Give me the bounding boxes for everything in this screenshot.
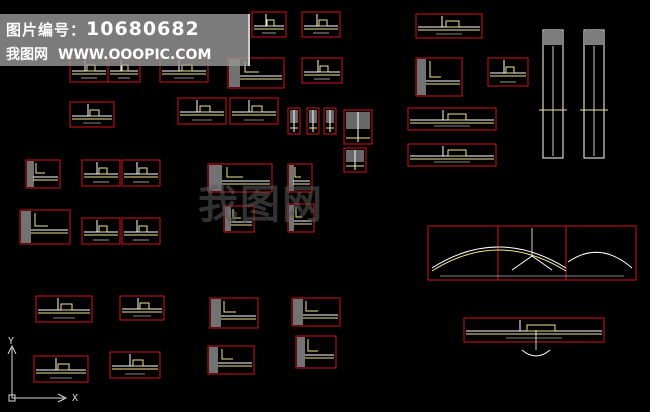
detail-frame xyxy=(25,159,61,189)
detail-frame xyxy=(487,57,529,87)
detail-frame xyxy=(407,107,497,131)
banner-image-id: 10680682 xyxy=(86,18,200,40)
detail-frame xyxy=(227,57,285,89)
detail-frame xyxy=(223,205,255,233)
detail-frame xyxy=(463,317,605,343)
wall-section xyxy=(539,29,567,159)
banner-site-name: 我图网 xyxy=(6,47,48,63)
ucs-y-label: Y xyxy=(8,336,15,347)
detail-frame xyxy=(301,57,343,84)
detail-frame xyxy=(19,209,71,245)
arched-ceiling-detail xyxy=(427,225,637,281)
banner-site-line: 我图网 WWW.OOOPIC.COM xyxy=(6,44,221,64)
detail-frame xyxy=(207,345,255,375)
detail-frame xyxy=(229,97,279,125)
detail-drawings xyxy=(19,11,637,383)
detail-frame xyxy=(295,335,337,369)
detail-frame xyxy=(81,159,121,187)
detail-frame xyxy=(177,97,227,125)
detail-frame xyxy=(207,163,273,193)
detail-frame xyxy=(301,11,341,38)
watermark-text: 我图网 xyxy=(198,181,324,228)
wall-section xyxy=(580,29,608,159)
detail-frame xyxy=(33,355,89,383)
detail-frame xyxy=(119,295,165,321)
banner-title-line: 图片编号：10680682 xyxy=(6,18,200,40)
detail-frame xyxy=(287,107,301,135)
detail-frame xyxy=(251,11,287,38)
ucs-x-label: X xyxy=(72,393,79,404)
detail-frame xyxy=(291,297,341,327)
banner-title: 图片编号： xyxy=(6,21,87,39)
detail-frame xyxy=(343,147,367,173)
banner-site-url: WWW.OOOPIC.COM xyxy=(58,47,212,63)
detail-frame xyxy=(306,107,320,135)
detail-frame xyxy=(81,217,121,245)
detail-frame xyxy=(209,297,259,329)
detail-frame xyxy=(159,57,209,83)
ucs-icon xyxy=(7,344,68,403)
image-id-banner: 图片编号：10680682 我图网 WWW.OOOPIC.COM xyxy=(0,14,250,66)
detail-frame xyxy=(287,163,313,193)
detail-frame xyxy=(415,57,463,97)
detail-frame xyxy=(343,109,373,145)
detail-frame xyxy=(109,351,161,379)
detail-frame xyxy=(287,203,315,233)
pendant-detail xyxy=(521,330,551,357)
detail-frame xyxy=(415,13,483,39)
detail-frame xyxy=(323,107,337,135)
detail-frame xyxy=(121,159,161,187)
detail-frame xyxy=(121,217,161,245)
detail-frame xyxy=(407,143,497,167)
detail-frame xyxy=(35,295,93,323)
detail-frame xyxy=(69,101,115,128)
